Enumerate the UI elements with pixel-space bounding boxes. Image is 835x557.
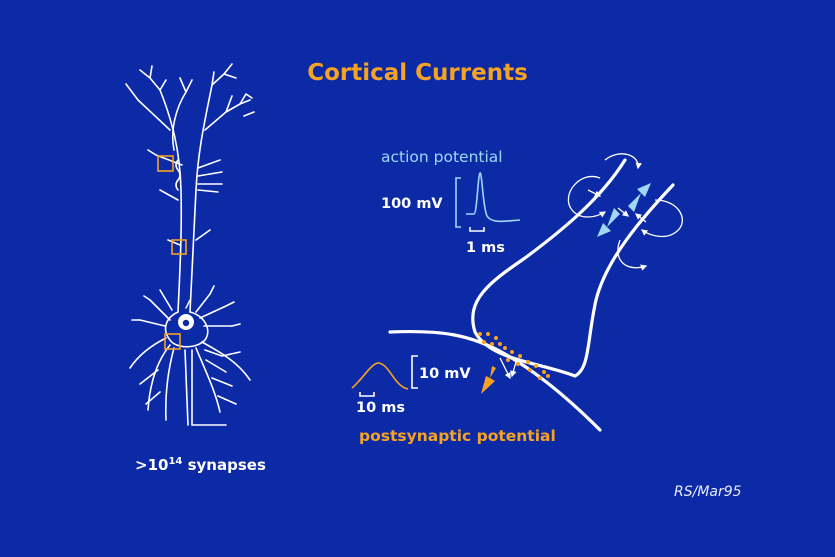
ap-voltage-scale: 100 mV [381,196,443,212]
slide-title: Cortical Currents [307,60,528,86]
credit-label: RS/Mar95 [674,484,742,500]
synapse-box-lower [164,333,181,350]
ap-waveform [466,172,521,223]
psp-scale-bracket [411,355,418,389]
psp-time-bar [359,392,375,397]
synapse-box-upper [157,155,174,172]
axon-line [388,329,602,432]
ap-time-scale: 1 ms [466,240,505,256]
ap-current-arrows [597,183,651,237]
synaptic-dots [478,332,550,380]
ap-scale-bracket [455,177,461,228]
synapse-markers [157,155,187,350]
psp-waveform [351,362,409,390]
psp-time-scale: 10 ms [356,400,405,416]
action-potential-label: action potential [381,148,503,166]
ap-arrow-down [597,208,620,237]
current-loops [499,153,683,380]
dendrite-drawing [388,158,675,432]
synapse-count: >1014 synapses [135,456,266,474]
synapse-count-exponent: 14 [168,456,183,467]
ap-time-bar [469,227,485,232]
psp-voltage-scale: 10 mV [419,366,471,382]
synapse-count-prefix: >10 [135,456,169,474]
psp-current-arrow [481,366,496,394]
synapse-count-suffix: synapses [182,456,266,474]
synapse-box-middle [171,239,187,255]
ap-arrow-up [628,183,651,212]
pyramidal-neuron [125,63,255,426]
postsynaptic-potential-label: postsynaptic potential [359,427,556,445]
psp-trace [351,355,418,397]
action-potential-trace [455,172,521,232]
